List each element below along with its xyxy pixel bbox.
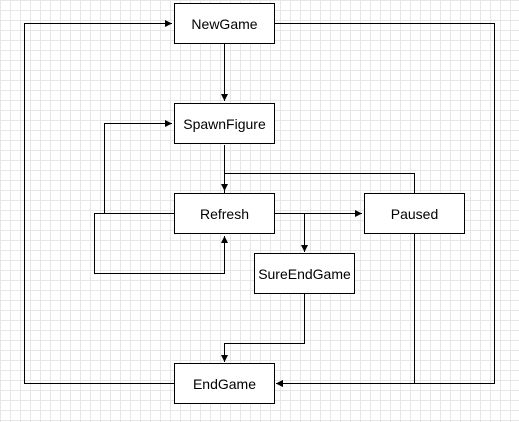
node-endgame[interactable]: EndGame <box>174 363 275 404</box>
edge-refresh-sureendgame <box>275 213 308 252</box>
node-refresh[interactable]: Refresh <box>174 193 275 234</box>
node-newgame[interactable]: NewGame <box>174 3 275 44</box>
node-paused[interactable]: Paused <box>364 193 465 234</box>
node-spawnfigure[interactable]: SpawnFigure <box>174 103 275 144</box>
edge-sureendgame-endgame <box>221 294 305 362</box>
edge-refresh-spawnfigure <box>104 120 174 214</box>
node-sureendgame[interactable]: SureEndGame <box>254 253 355 294</box>
edge-paused-refresh <box>224 173 415 193</box>
edge-endgame-newgame <box>24 20 174 384</box>
edge-refresh-self <box>94 213 228 274</box>
edge-newgame-endgame <box>274 23 495 387</box>
